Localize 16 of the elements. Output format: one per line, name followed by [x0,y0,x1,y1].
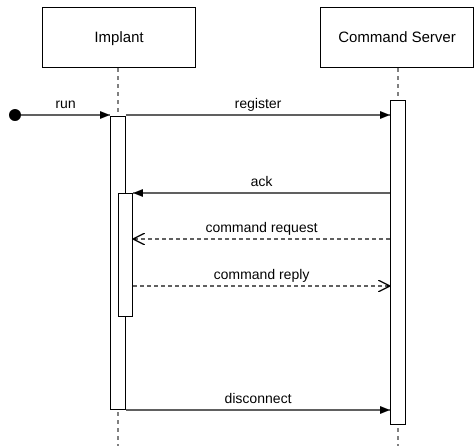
dashed-arrow [133,279,391,293]
message-label: register [232,95,284,111]
participant-box: Implant [42,7,196,68]
arrow [126,406,390,414]
message-label: command request [203,219,320,235]
start-dot [9,109,21,121]
activation-bar [118,193,133,317]
message-label: disconnect [222,390,294,406]
arrow [126,111,390,119]
arrow [133,189,390,197]
message-label: ack [248,173,274,189]
arrow [21,111,110,119]
participant-box: Command Server [320,7,474,68]
message-label: command reply [212,266,312,282]
activation-bar [390,100,406,425]
dashed-arrow [132,232,390,246]
